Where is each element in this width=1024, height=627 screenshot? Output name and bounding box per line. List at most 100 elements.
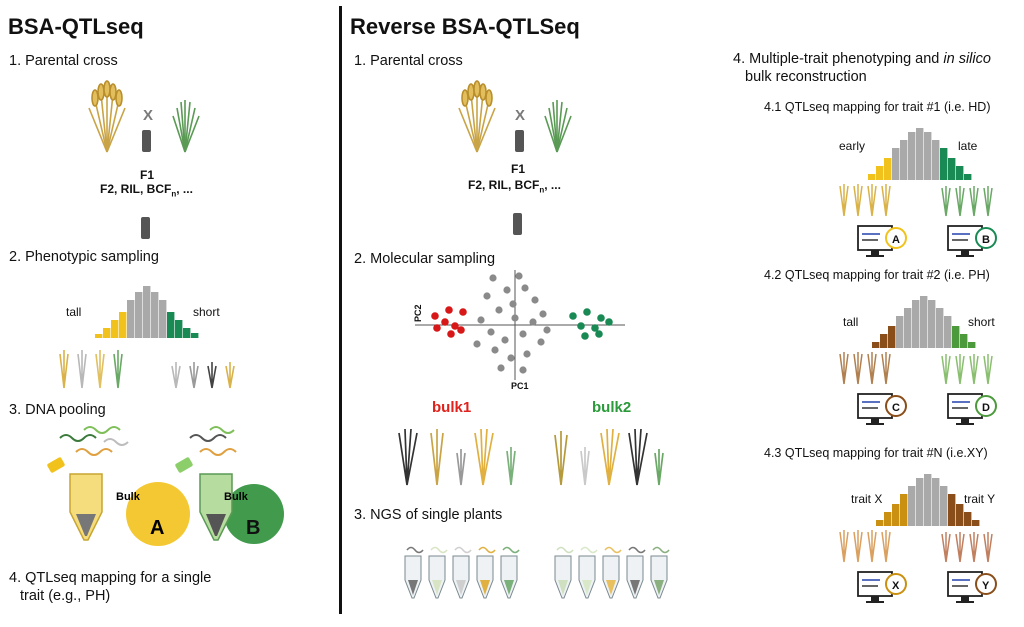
histogram-bar bbox=[968, 342, 976, 348]
pca-point bbox=[529, 318, 537, 326]
histogram-bar bbox=[932, 478, 940, 526]
tube-a-icon bbox=[69, 473, 103, 541]
plant-group bbox=[839, 530, 993, 563]
left-arrow-down-icon bbox=[141, 217, 150, 239]
right-trait-y-label: trait Y bbox=[964, 492, 996, 506]
right-late-label: late bbox=[958, 139, 978, 153]
bulk-badge-letter: A bbox=[892, 234, 900, 246]
left-phenotype-histogram bbox=[95, 286, 199, 338]
histogram-bar bbox=[944, 316, 952, 348]
monitor-icon: B bbox=[947, 225, 997, 257]
bulk-a-circle bbox=[126, 482, 190, 546]
monitor-icon: X bbox=[857, 571, 907, 603]
bulk-b-circle bbox=[224, 484, 284, 544]
pca-point bbox=[477, 316, 485, 324]
right-step4-line2: bulk reconstruction bbox=[745, 69, 867, 85]
pca-point bbox=[491, 346, 499, 354]
histogram-bar bbox=[111, 320, 119, 338]
histogram-bar bbox=[972, 520, 980, 526]
plant-group bbox=[839, 352, 993, 385]
histogram-bar bbox=[880, 334, 888, 348]
histogram-bar bbox=[191, 333, 199, 338]
histogram-bar bbox=[928, 300, 936, 348]
histogram-bar bbox=[95, 334, 103, 338]
histogram-bar bbox=[151, 292, 159, 338]
bulk2-label: bulk2 bbox=[592, 399, 632, 416]
bulk-badge bbox=[975, 573, 997, 595]
histogram-bar bbox=[868, 174, 876, 180]
histogram-bar bbox=[964, 174, 972, 180]
middle-step3-label: 3. NGS of single plants bbox=[354, 507, 503, 523]
histogram-bar bbox=[908, 132, 916, 180]
histogram-bar bbox=[940, 486, 948, 526]
histogram-bar bbox=[964, 512, 972, 526]
pca-point-bulk1 bbox=[445, 306, 453, 314]
histogram-bar bbox=[960, 334, 968, 348]
pca-point bbox=[519, 366, 527, 374]
middle-step2-label: 2. Molecular sampling bbox=[354, 251, 496, 267]
pca-point bbox=[497, 364, 505, 372]
pca-point-bulk1 bbox=[433, 324, 441, 332]
histogram-bar bbox=[908, 486, 916, 526]
middle-panel-title: Reverse BSA-QTLSeq bbox=[350, 14, 580, 39]
right-early-label: early bbox=[839, 139, 866, 153]
right-sub1-label: 4.1 QTLseq mapping for trait #1 (i.e. HD… bbox=[764, 100, 991, 114]
histogram-bar bbox=[143, 286, 151, 338]
pca-point-bulk2 bbox=[581, 332, 589, 340]
histogram-bar bbox=[175, 320, 183, 338]
histogram-bar bbox=[912, 300, 920, 348]
bulk-badge bbox=[885, 395, 907, 417]
left-population-label: F2, RIL, BCFn, ... bbox=[100, 182, 193, 199]
monitor-icon: D bbox=[947, 393, 997, 425]
pca-point bbox=[523, 350, 531, 358]
tube-b-icon bbox=[199, 473, 233, 541]
histogram-bar bbox=[924, 132, 932, 180]
arrow-down-icon bbox=[515, 130, 524, 152]
middle-step1-label: 1. Parental cross bbox=[354, 53, 463, 69]
histogram-bar bbox=[167, 312, 175, 338]
left-step3-label: 3. DNA pooling bbox=[9, 402, 106, 418]
pca-point-bulk1 bbox=[451, 322, 459, 330]
pca-point bbox=[537, 338, 545, 346]
histogram-bar bbox=[900, 140, 908, 180]
right-sub2-label: 4.2 QTLseq mapping for trait #2 (i.e. PH… bbox=[764, 268, 990, 282]
histogram-bar bbox=[888, 326, 896, 348]
histogram-bar bbox=[183, 328, 191, 338]
pca-point bbox=[515, 272, 523, 280]
plant-group bbox=[839, 184, 993, 217]
middle-f1-label: F1 bbox=[511, 162, 526, 176]
pca-point bbox=[543, 326, 551, 334]
pca-point-bulk1 bbox=[447, 330, 455, 338]
pca-point bbox=[511, 314, 519, 322]
pca-point-bulk1 bbox=[441, 318, 449, 326]
pca-point bbox=[487, 328, 495, 336]
left-step1-label: 1. Parental cross bbox=[9, 53, 118, 69]
right-sub3-label: 4.3 QTLseq mapping for trait #N (i.e.XY) bbox=[764, 446, 988, 460]
left-parental-cross-graphic: X bbox=[88, 80, 200, 153]
monitor-icon: Y bbox=[947, 571, 997, 603]
left-step4-line2: trait (e.g., PH) bbox=[20, 588, 111, 604]
dna-strand-icon bbox=[59, 426, 237, 456]
left-short-label: short bbox=[193, 305, 220, 319]
bulk-b-word: Bulk bbox=[224, 491, 249, 503]
pca-point bbox=[501, 336, 509, 344]
hist-traitN bbox=[876, 474, 980, 526]
histogram-bar bbox=[896, 316, 904, 348]
histogram-bar bbox=[119, 312, 127, 338]
bulk-badge-letter: Y bbox=[982, 580, 990, 592]
histogram-bar bbox=[904, 308, 912, 348]
ngs-tube-icon bbox=[578, 546, 598, 599]
ngs-tube-icon bbox=[404, 546, 424, 599]
left-step2-label: 2. Phenotypic sampling bbox=[9, 249, 159, 265]
bulk-badge-letter: D bbox=[982, 402, 990, 414]
histogram-bar bbox=[872, 342, 880, 348]
arrow-down-icon bbox=[142, 130, 151, 152]
bulk-plants-graphic bbox=[398, 428, 664, 486]
histogram-bar bbox=[916, 478, 924, 526]
pca-pc2-label: PC2 bbox=[413, 304, 423, 322]
ngs-tube-icon bbox=[476, 546, 496, 599]
histogram-bar bbox=[948, 494, 956, 526]
bulk1-label: bulk1 bbox=[432, 399, 472, 416]
